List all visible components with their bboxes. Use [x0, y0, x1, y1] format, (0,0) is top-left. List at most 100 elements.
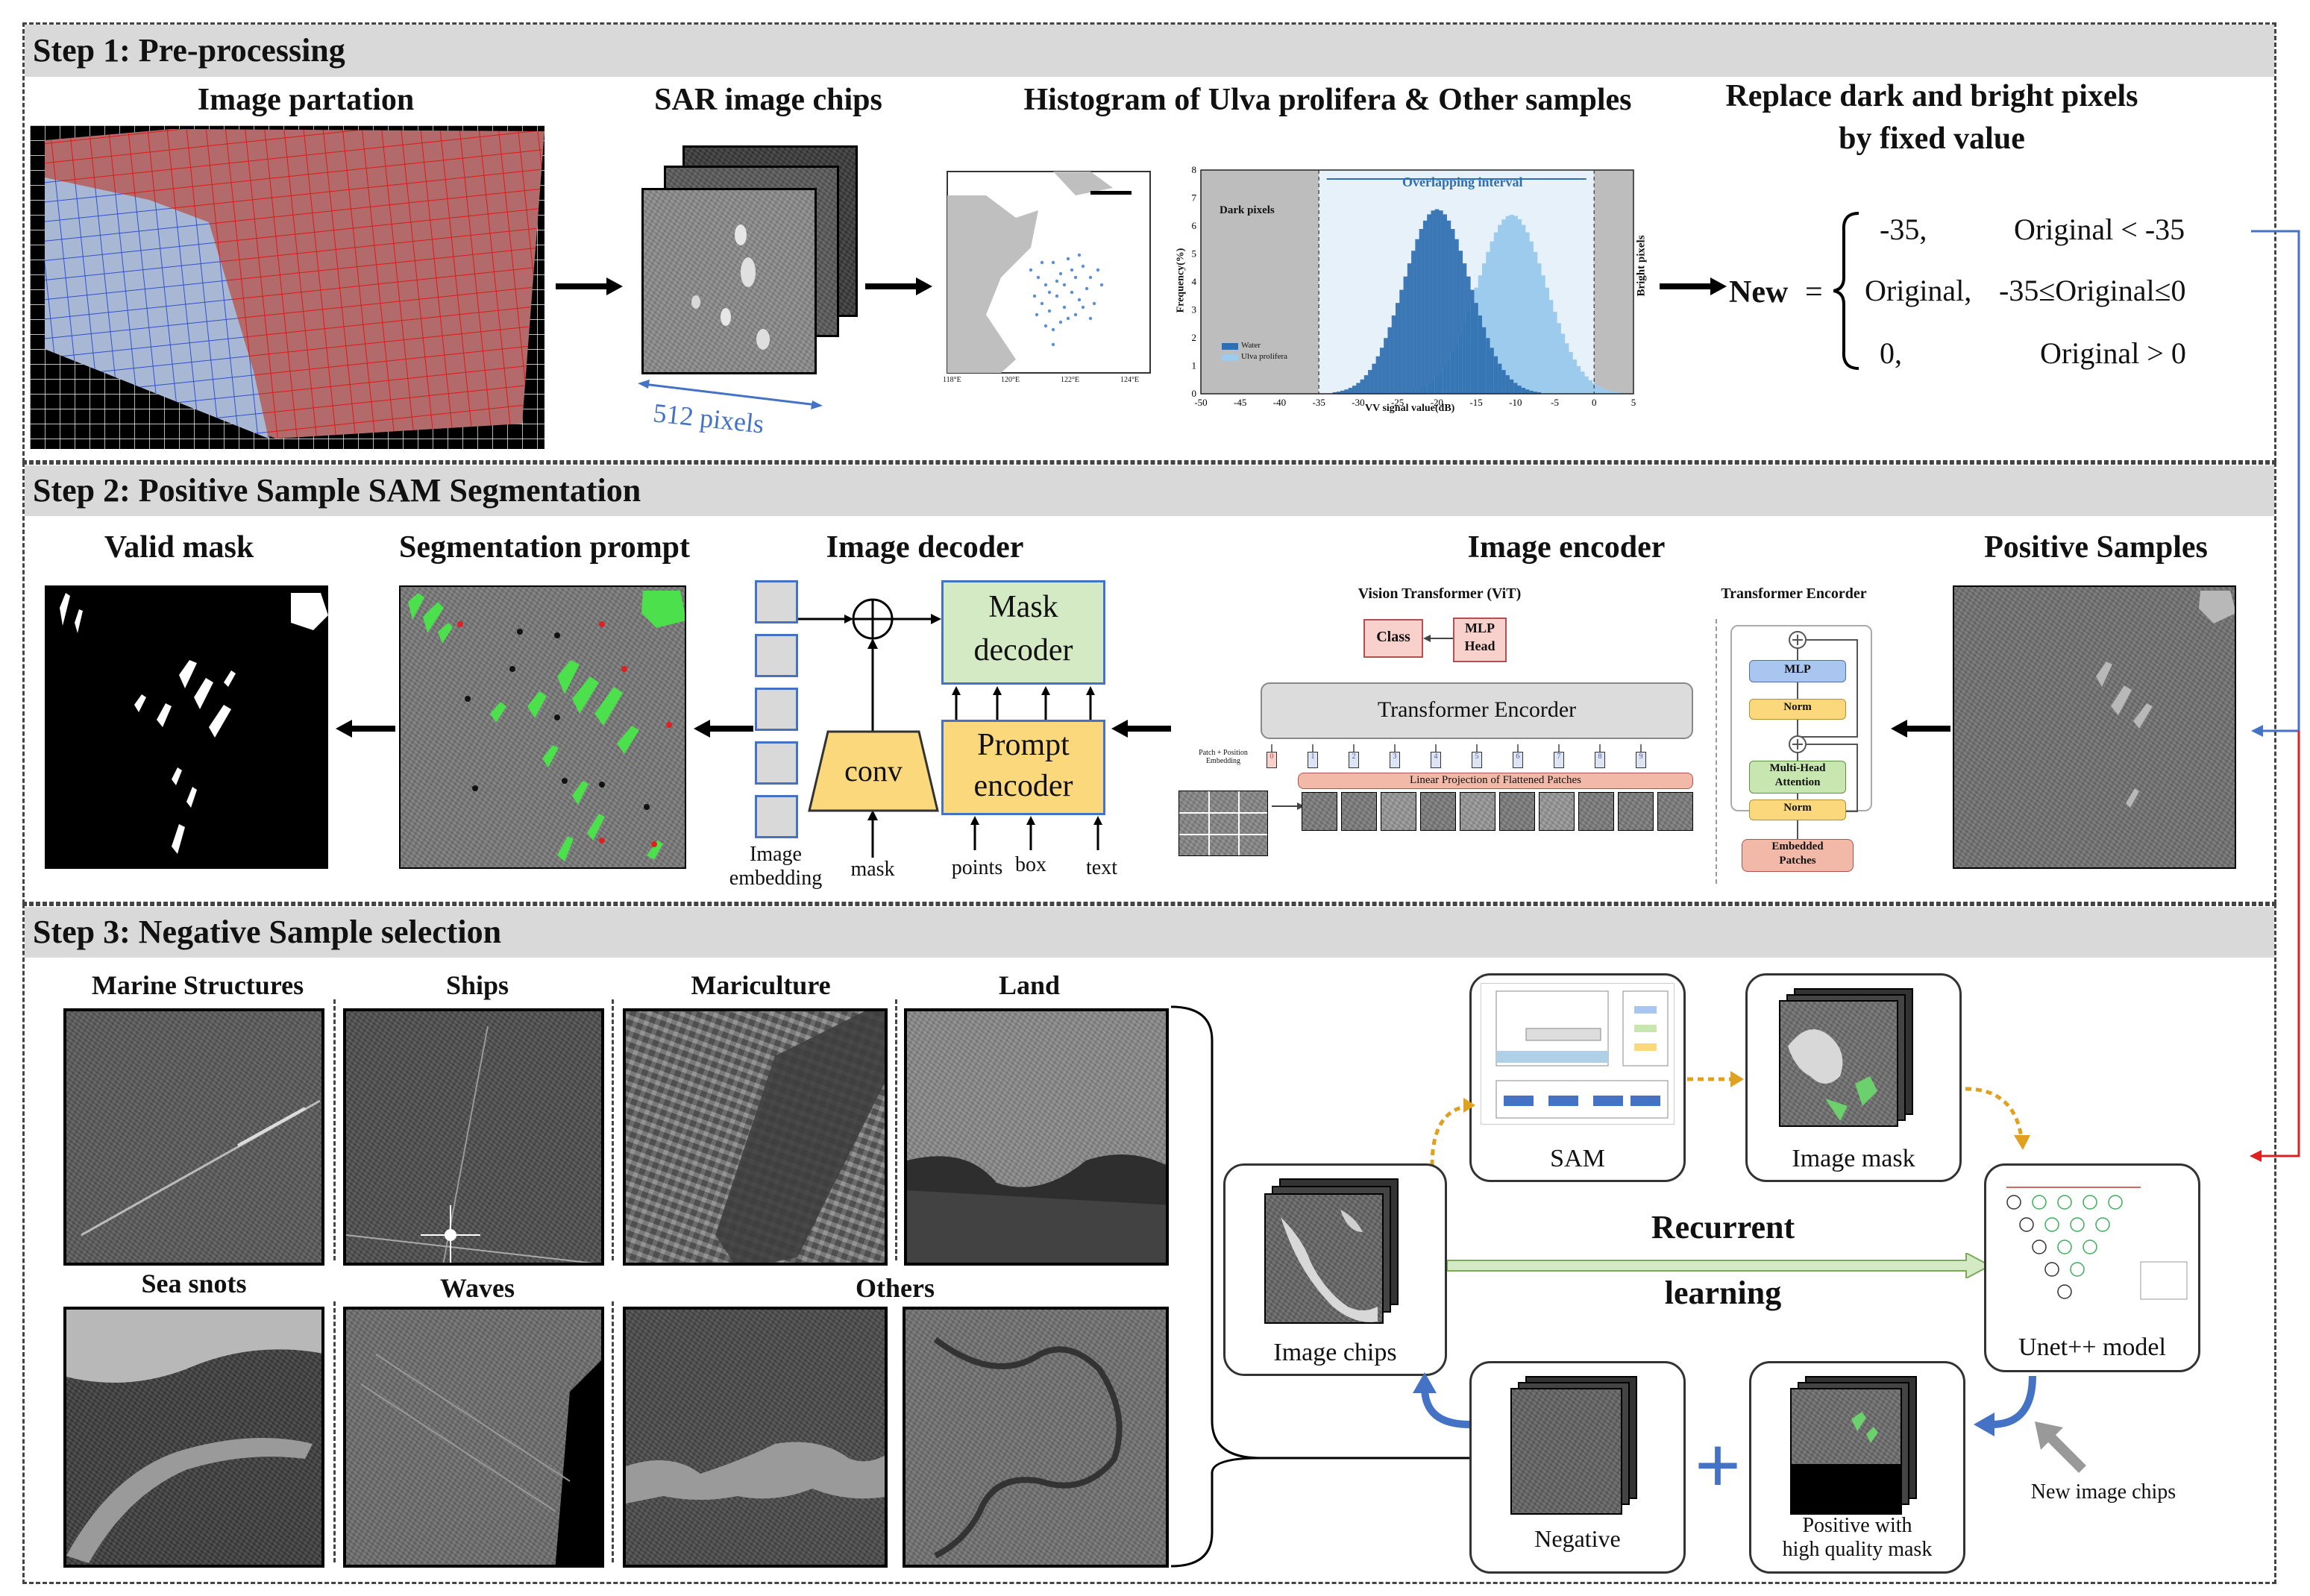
curved-arrow-from-unet	[1974, 1375, 2036, 1436]
token-box: 8	[1595, 752, 1605, 768]
ulva-bar	[1529, 241, 1534, 394]
formula-case3-value: 0,	[1880, 336, 1902, 370]
patch	[1420, 792, 1456, 831]
ulva-bar	[1541, 275, 1545, 394]
token-box: 6	[1513, 752, 1523, 768]
dashed-arrow-1	[1430, 1098, 1475, 1166]
water-bar	[1454, 239, 1459, 394]
water-bar	[1486, 338, 1490, 394]
points-label: points	[951, 856, 1003, 879]
category-divider	[895, 999, 897, 1260]
x-tick-label: -10	[1509, 397, 1522, 408]
category-divider	[333, 1301, 336, 1562]
ulva-bar	[1569, 351, 1573, 394]
category-title-marine: Marine Structures	[91, 970, 304, 1000]
x-tick-label: -35	[1313, 397, 1325, 408]
legend-ulva: Ulva prolifera	[1241, 352, 1287, 361]
water-bar	[1529, 390, 1534, 394]
ulva-bar	[1572, 359, 1577, 394]
step1-title: Step 1: Pre-processing	[33, 32, 345, 69]
category-divider	[333, 999, 336, 1260]
ulva-bar	[1517, 219, 1522, 394]
ulva-bar	[1509, 215, 1514, 394]
unet-node	[2032, 1195, 2047, 1210]
ulva-bar	[1537, 263, 1542, 394]
ulva-bar	[1584, 376, 1589, 394]
image-decoder-title: Image decoder	[826, 530, 1024, 565]
water-bar	[1493, 356, 1498, 394]
formula-lhs: New	[1729, 275, 1789, 310]
image-encoder-title: Image encoder	[1467, 530, 1666, 565]
legend-water: Water	[1241, 341, 1261, 350]
x-tick-label: -45	[1234, 397, 1246, 408]
formula-case1-cond: Original < -35	[2014, 213, 2185, 246]
bright-pixel-region	[1594, 170, 1633, 394]
token-box: 4	[1431, 752, 1441, 768]
te-detail-frame	[1716, 619, 1874, 884]
replace-title-2: by fixed value	[1839, 122, 2025, 156]
dark-pixel-region	[1201, 170, 1319, 394]
water-bar	[1348, 387, 1353, 394]
category-divider	[612, 999, 614, 1260]
water-bar	[1431, 210, 1436, 394]
partition-image	[30, 125, 544, 449]
ulva-bar	[1612, 391, 1616, 394]
ulva-bar	[1564, 343, 1569, 394]
legend-water-swatch	[1222, 343, 1238, 350]
histogram-xlabel: VV signal value(dB)	[1365, 403, 1455, 414]
step3-title: Step 3: Negative Sample selection	[33, 914, 502, 950]
mask-decoder-block	[941, 580, 1105, 685]
x-tick-label: 5	[1631, 397, 1636, 408]
conv-block	[808, 730, 939, 812]
step3-header	[25, 907, 2274, 958]
sar-chip-front	[641, 188, 817, 374]
ulva-bar	[1513, 216, 1518, 394]
te-mha-label-1: Multi-Head	[1769, 762, 1826, 774]
text-label: text	[1086, 856, 1117, 879]
token-box: 5	[1472, 752, 1482, 768]
chip-size-arrow	[638, 380, 823, 409]
step2-title: Step 2: Positive Sample SAM Segmentation	[33, 472, 641, 509]
positive-samples-title: Positive Samples	[1984, 530, 2208, 565]
water-bar	[1411, 251, 1416, 394]
te-mlp-label: MLP	[1784, 663, 1811, 676]
water-bar	[1391, 315, 1396, 394]
linear-projection-label: Linear Projection of Flattened Patches	[1410, 774, 1581, 786]
ulva-bar	[1498, 224, 1502, 394]
x-tick-label: -15	[1469, 397, 1482, 408]
water-bar	[1356, 383, 1360, 394]
transformer-encoder-label: Transformer Encorder	[1377, 697, 1577, 722]
dashed-arrow-3	[1965, 1087, 2030, 1150]
token-box: 3	[1390, 752, 1400, 768]
curved-arrow-to-chips	[1413, 1372, 1470, 1428]
arrow-left	[336, 720, 395, 738]
image-mask-label: Image mask	[1792, 1145, 1915, 1172]
unet-node	[2032, 1240, 2047, 1254]
positive-stack-front	[1790, 1388, 1902, 1515]
prompt-encoder-block	[941, 720, 1105, 815]
recurrent-arrow	[1447, 1253, 1992, 1278]
water-bar	[1427, 214, 1431, 394]
formula-case2-cond: -35≤Original≤0	[1999, 274, 2186, 307]
te-norm-block	[1749, 699, 1846, 720]
ulva-bar	[1548, 300, 1554, 394]
water-bar	[1422, 220, 1428, 394]
unet-node	[2044, 1262, 2059, 1277]
category-title-mariculture: Mariculture	[691, 970, 831, 1000]
mlp-head-label-2: Head	[1464, 638, 1495, 653]
embedding-block	[755, 580, 798, 623]
formula-brace	[1833, 212, 1859, 370]
y-tick-label: 3	[1192, 304, 1197, 315]
valid-mask-title: Valid mask	[104, 530, 254, 565]
water-bar	[1352, 386, 1357, 394]
x-tick-label: 0	[1592, 397, 1597, 408]
image-mask-stack-front	[1779, 1000, 1898, 1127]
water-bar	[1513, 383, 1518, 394]
patch	[1341, 792, 1377, 831]
sar-chips-title: SAR image chips	[654, 83, 882, 117]
water-bar	[1399, 289, 1404, 394]
water-bar	[1396, 303, 1400, 394]
y-tick-label: 5	[1192, 248, 1197, 260]
unet-node	[2057, 1284, 2072, 1299]
